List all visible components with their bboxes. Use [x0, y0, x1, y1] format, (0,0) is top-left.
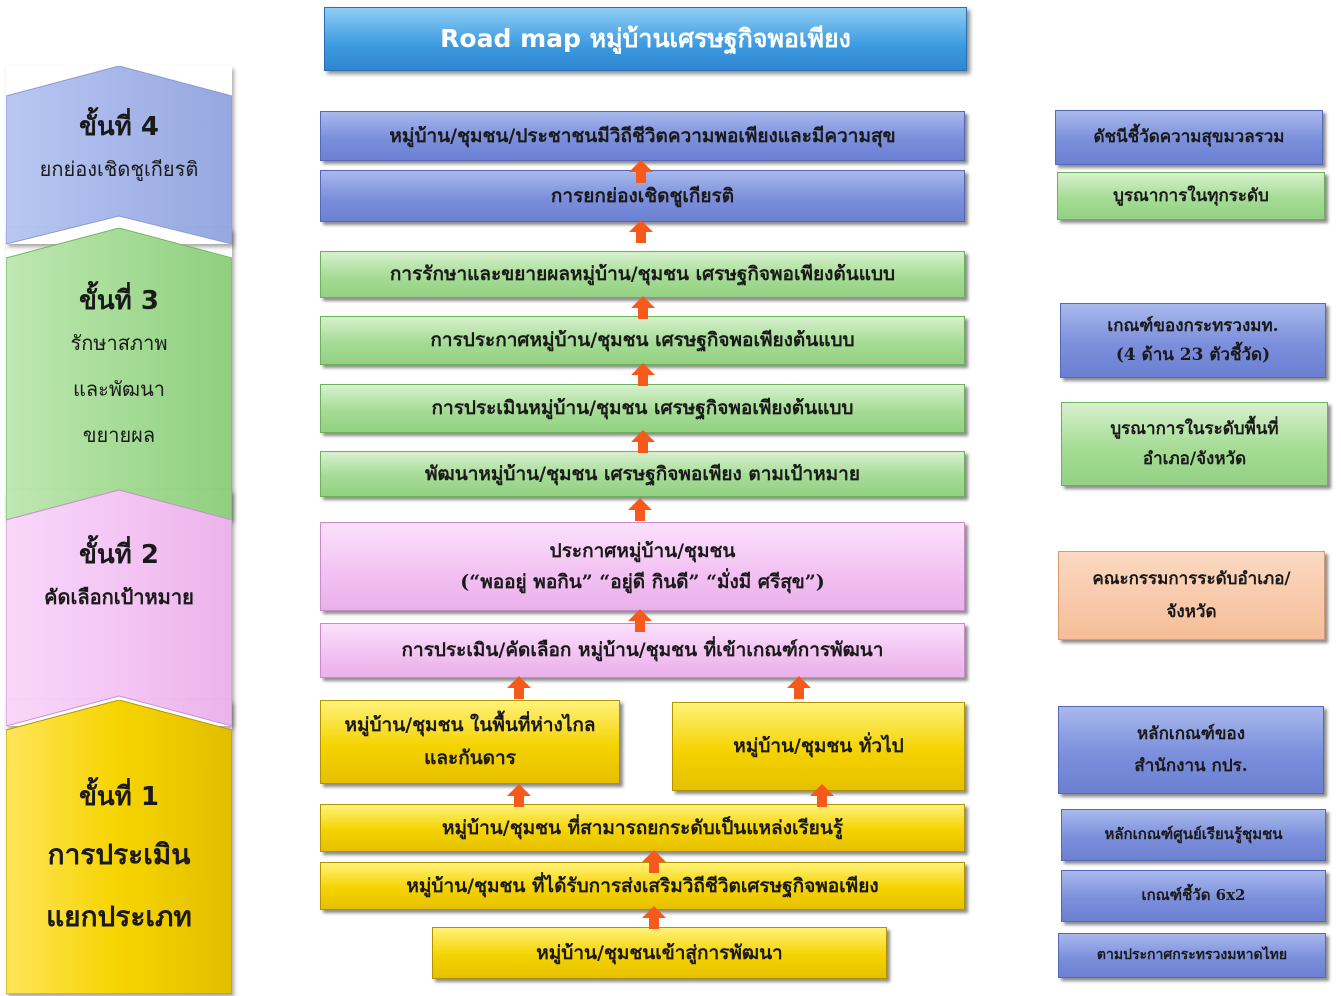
step-evaluate-model: การประเมินหมู่บ้าน/ชุมชน เศรษฐกิจพอเพียง…: [320, 384, 965, 433]
arrow-up-icon: [631, 363, 655, 387]
arrow-up-icon: [629, 220, 653, 244]
criteria-moi-announcement: ตามประกาศกระทรวงมหาดไทย: [1058, 933, 1326, 978]
arrow-up-icon: [787, 676, 811, 700]
criteria-moi-indicators-line-1: เกณฑ์ของกระทรวงมท.: [1107, 316, 1279, 337]
criteria-moi-indicators-line-2: (4 ด้าน 23 ตัวชี้วัด): [1115, 344, 1271, 365]
step-announce-village: ประกาศหมู่บ้าน/ชุมชน (“พออยู่ พอกิน” “อย…: [320, 522, 965, 611]
stage-4: ขั้นที่ 4 ยกย่องเชิดชูเกียรติ: [6, 66, 232, 244]
stage-2-label: คัดเลือกเป้าหมาย: [44, 585, 194, 609]
arrow-up-icon: [642, 850, 666, 874]
step-remote-village-line-1: หมู่บ้าน/ชุมชน ในพื้นที่ห่างไกล: [344, 714, 596, 737]
stage-3-line-2: และพัฒนา: [72, 377, 166, 401]
arrow-up-icon: [631, 430, 655, 454]
step-happy-life: หมู่บ้าน/ชุมชน/ประชาชนมีวิถีชีวิตความพอเ…: [320, 111, 965, 161]
criteria-learning-center: หลักเกณฑ์ศูนย์เรียนรู้ชุมชน: [1061, 809, 1326, 861]
step-select-village: การประเมิน/คัดเลือก หมู่บ้าน/ชุมชน ที่เข…: [320, 623, 965, 678]
stage-4-label: ยกย่องเชิดชูเกียรติ: [39, 157, 199, 181]
step-general-village: หมู่บ้าน/ชุมชน ทั่วไป: [672, 702, 965, 791]
arrow-up-icon: [628, 498, 652, 522]
criteria-committee-line-1: คณะกรรมการระดับอำเภอ/: [1092, 569, 1291, 590]
stage-3-number: ขั้นที่ 3: [79, 286, 159, 316]
step-learning-center: หมู่บ้าน/ชุมชน ที่สามารถยกระดับเป็นแหล่ง…: [320, 804, 965, 852]
step-enter-development: หมู่บ้าน/ชุมชนเข้าสู่การพัฒนา: [432, 927, 887, 979]
criteria-oppc: หลักเกณฑ์ของ สำนักงาน กปร.: [1058, 706, 1324, 794]
criteria-oppc-line-1: หลักเกณฑ์ของ: [1136, 723, 1246, 744]
arrow-up-icon: [628, 609, 652, 633]
criteria-area-integration-line-2: อำเภอ/จังหวัด: [1142, 449, 1247, 469]
criteria-area-integration: บูรณาการในระดับพื้นที่ อำเภอ/จังหวัด: [1061, 402, 1328, 486]
stage-2-number: ขั้นที่ 2: [79, 540, 159, 570]
step-announce-model: การประกาศหมู่บ้าน/ชุมชน เศรษฐกิจพอเพียงต…: [320, 316, 965, 365]
stage-3-line-1: รักษาสภาพ: [70, 331, 168, 355]
arrow-up-icon: [642, 906, 666, 930]
stage-1: ขั้นที่ 1 การประเมิน แยกประเภท: [6, 700, 232, 994]
stage-3: ขั้นที่ 3 รักษาสภาพ และพัฒนา ขยายผล: [6, 228, 232, 520]
step-remote-village: หมู่บ้าน/ชุมชน ในพื้นที่ห่างไกล และกันดา…: [320, 700, 620, 784]
stage-2-shape: [6, 490, 232, 726]
stage-3-line-3: ขยายผล: [82, 423, 156, 447]
stage-2: ขั้นที่ 2 คัดเลือกเป้าหมาย: [6, 490, 232, 726]
criteria-oppc-line-2: สำนักงาน กปร.: [1134, 756, 1248, 776]
criteria-all-level-integration: บูรณาการในทุกระดับ: [1057, 172, 1325, 220]
step-announce-village-line-1: ประกาศหมู่บ้าน/ชุมชน: [549, 539, 736, 562]
stage-1-shape: [6, 700, 232, 994]
arrow-up-icon: [631, 296, 655, 320]
arrow-up-icon: [507, 784, 531, 808]
step-remote-village-line-2: และกันดาร: [424, 747, 516, 769]
criteria-happiness-index: ดัชนีชี้วัดความสุขมวลรวม: [1055, 110, 1323, 165]
stage-3-shape: [6, 228, 232, 520]
step-develop-target: พัฒนาหมู่บ้าน/ชุมชน เศรษฐกิจพอเพียง ตามเ…: [320, 451, 965, 497]
criteria-area-integration-line-1: บูรณาการในระดับพื้นที่: [1110, 418, 1279, 439]
stage-4-shape: [6, 66, 232, 244]
roadmap-title: Road map หมู่บ้านเศรษฐกิจพอเพียง: [324, 7, 967, 71]
step-announce-village-line-2: (“พออยู่ พอกิน” “อยู่ดี กินดี” “มั่งมี ศ…: [460, 570, 825, 593]
arrow-up-icon: [810, 784, 834, 808]
arrow-up-icon: [507, 676, 531, 700]
stage-1-line-2: แยกประเภท: [46, 900, 192, 933]
criteria-committee-line-2: จังหวัด: [1166, 601, 1217, 622]
stage-1-line-1: การประเมิน: [47, 838, 191, 871]
stage-1-number: ขั้นที่ 1: [79, 782, 159, 812]
arrow-up-icon: [629, 160, 653, 184]
step-maintain-expand: การรักษาและขยายผลหมู่บ้าน/ชุมชน เศรษฐกิจ…: [320, 251, 965, 298]
stage-4-number: ขั้นที่ 4: [79, 112, 159, 142]
criteria-committee: คณะกรรมการระดับอำเภอ/ จังหวัด: [1058, 551, 1325, 640]
criteria-moi-indicators: เกณฑ์ของกระทรวงมท. (4 ด้าน 23 ตัวชี้วัด): [1060, 303, 1326, 378]
criteria-6x2: เกณฑ์ชี้วัด 6x2: [1061, 870, 1326, 922]
